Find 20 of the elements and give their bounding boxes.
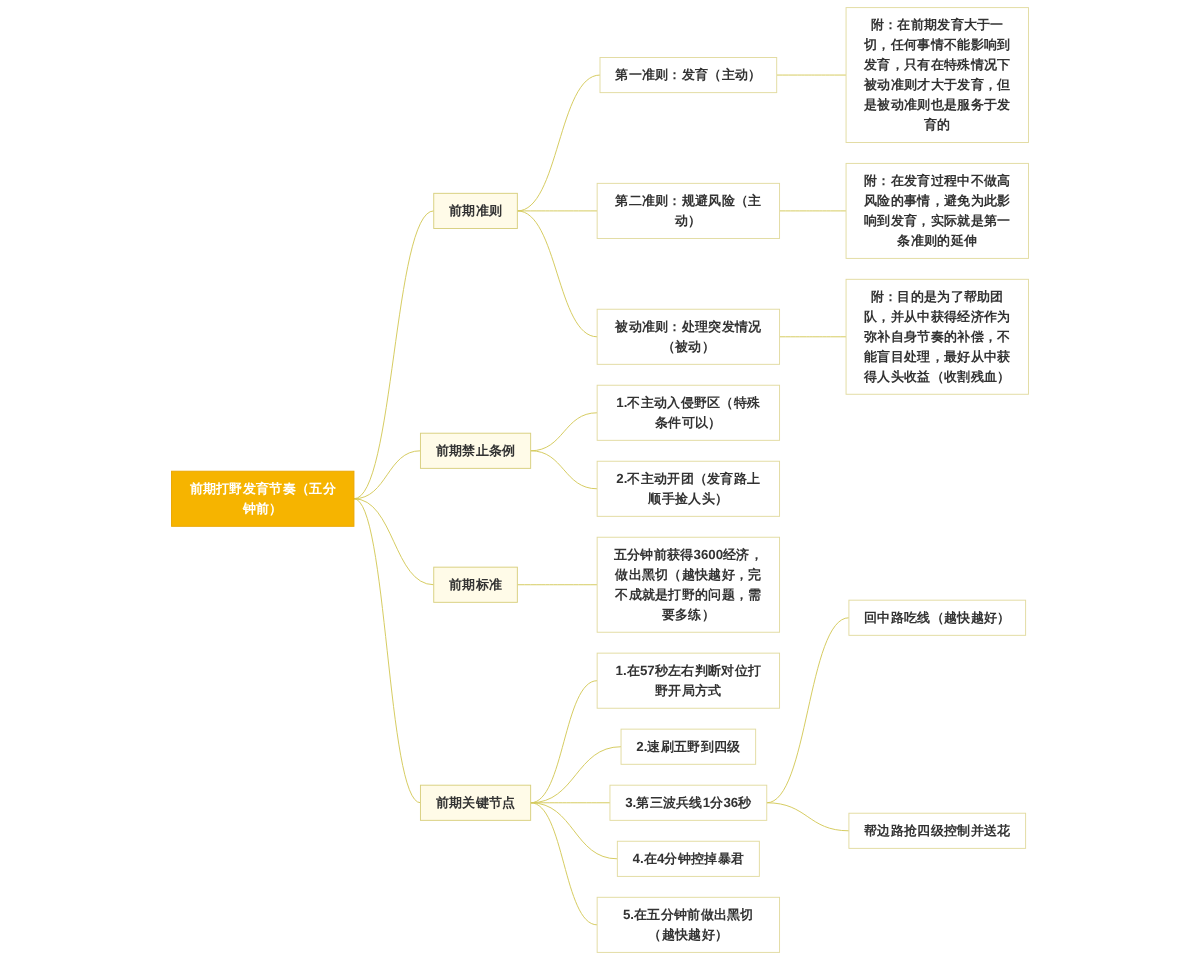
connector bbox=[530, 680, 598, 804]
connector bbox=[516, 74, 601, 212]
connector bbox=[766, 617, 850, 804]
connector bbox=[353, 498, 435, 586]
connector bbox=[353, 450, 421, 500]
connector bbox=[516, 210, 598, 212]
connector bbox=[530, 412, 598, 452]
connector bbox=[776, 74, 847, 76]
connector bbox=[530, 450, 598, 490]
connector bbox=[516, 584, 598, 586]
connector bbox=[530, 746, 622, 804]
connector bbox=[530, 802, 611, 804]
connector bbox=[353, 210, 435, 500]
connector bbox=[779, 336, 847, 338]
connector bbox=[530, 802, 598, 926]
connector bbox=[779, 210, 847, 212]
connector bbox=[530, 802, 618, 860]
connector bbox=[516, 210, 598, 338]
connector bbox=[766, 802, 850, 832]
connector bbox=[353, 498, 421, 804]
